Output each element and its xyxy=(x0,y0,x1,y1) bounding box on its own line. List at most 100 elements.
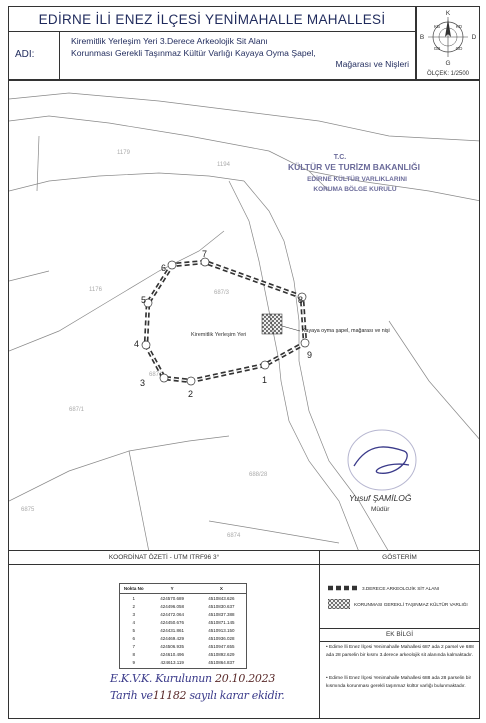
legend-item-chapel: KORUNMASI GEREKLİ TAŞINMAZ KÜLTÜR VARLIĞ… xyxy=(328,599,468,609)
approval-line-2: Tarih ve11182 sayılı karar ekidir. xyxy=(110,689,285,702)
compass-icon: K B D G KB KD GB GD xyxy=(420,10,477,67)
ekbilgi-note-1: • Edirne İli Enez İlçesi Yenimahalle Mah… xyxy=(326,645,474,658)
chapel-label: Kayaya oyma şapel, mağarası ve nişi xyxy=(302,328,390,334)
parcel-number: 6875 xyxy=(21,507,35,513)
stamp-line: EDİRNE KÜLTÜR VARLIKLARINI xyxy=(307,174,407,183)
boundary-legend-icon xyxy=(328,585,358,591)
legend-title: GÖSTERİM xyxy=(320,551,479,565)
seal-icon xyxy=(347,429,417,491)
point-marker xyxy=(200,257,210,267)
signature-icon xyxy=(353,446,410,474)
parcel-numbers: 1179 1194 687/3 687/2 1176 687/1 688/28 … xyxy=(21,150,268,539)
signature-block: Yusuf ŞAMİLOĞ Müdür xyxy=(347,429,417,513)
cadastral-map: 1179 1194 687/3 687/2 1176 687/1 688/28 … xyxy=(8,80,480,551)
parcel-number: 688/28 xyxy=(249,472,268,478)
map-title: EDİRNE İLİ ENEZ İLÇESİ YENİMAHALLE MAHAL… xyxy=(8,6,416,32)
site-name: Kiremitlik Yerleşim Yeri 3.Derece Arkeol… xyxy=(71,36,411,71)
compass-rose: K B D G KB KD GB GD ÖLÇEK: 1/2500 xyxy=(416,6,480,80)
hatch-legend-icon xyxy=(328,599,350,609)
legend-panel: GÖSTERİM 3.DERECE ARKEOLOJİK SİT ALANI K… xyxy=(320,551,480,719)
site-name-line1: Kiremitlik Yerleşim Yeri 3.Derece Arkeol… xyxy=(71,36,268,46)
name-label: ADI: xyxy=(15,49,35,60)
approval-date: 20.10.2023 xyxy=(215,672,276,685)
point-label: 2 xyxy=(188,389,193,399)
approval-prefix-2: Tarih ve xyxy=(110,689,153,702)
point-label: 9 xyxy=(307,350,312,360)
parcel-number: 6874 xyxy=(227,533,241,539)
point-label: 6 xyxy=(161,263,166,273)
approval-prefix: E.K.V.K. Kurulunun xyxy=(110,672,212,685)
coordinate-title: KOORDİNAT ÖZETİ - UTM ITRF96 3° xyxy=(9,551,319,565)
approval-suffix: sayılı karar ekidir. xyxy=(189,689,285,702)
chapel-hatch xyxy=(261,313,283,335)
site-name-line2: Korunması Gerekli Taşınmaz Kültür Varlığ… xyxy=(71,47,316,58)
site-label: Kiremitlik Yerleşim Yeri xyxy=(191,332,246,338)
compass-n: K xyxy=(446,10,451,17)
map-scale: ÖLÇEK: 1/2500 xyxy=(426,71,470,77)
legend-item-chapel-label: KORUNMASI GEREKLİ TAŞINMAZ KÜLTÜR VARLIĞ… xyxy=(354,601,468,607)
compass-s: G xyxy=(445,60,450,67)
parcel-number: 1176 xyxy=(89,287,103,293)
official-stamp: T.C. KÜLTÜR VE TURİZM BAKANLIĞI EDİRNE K… xyxy=(288,154,420,193)
ekbilgi-title: EK BİLGİ xyxy=(320,628,479,642)
point-marker xyxy=(260,360,270,370)
site-boundary-inner xyxy=(145,261,306,382)
parcel-number: 687/1 xyxy=(69,407,85,413)
parcel-number: 1194 xyxy=(217,162,231,168)
point-label: 1 xyxy=(262,375,267,385)
point-marker xyxy=(186,376,196,386)
stamp-line: T.C. xyxy=(334,154,347,161)
compass-se: GD xyxy=(456,46,464,51)
parcel-number: 687/2 xyxy=(149,372,165,378)
point-marker xyxy=(159,373,169,383)
stamp-line: KORUMA BÖLGE KURULU xyxy=(313,184,396,193)
approval-line-1: E.K.V.K. Kurulunun 20.10.2023 xyxy=(110,672,275,685)
site-name-line3: Mağarası ve Nişleri xyxy=(335,59,409,69)
chapel-leader-line xyxy=(281,325,301,332)
point-marker xyxy=(300,338,310,348)
site-name-row: ADI: Kiremitlik Yerleşim Yeri 3.Derece A… xyxy=(8,32,416,80)
map-canvas: 1179 1194 687/3 687/2 1176 687/1 688/28 … xyxy=(9,92,479,550)
col-point: Nokta No xyxy=(123,586,144,591)
point-numbers: 1 2 3 4 5 6 7 8 9 xyxy=(134,249,312,399)
compass-w: B xyxy=(420,34,424,41)
name-separator xyxy=(59,32,60,79)
point-label: 8 xyxy=(298,295,303,305)
legend-item-site-label: 3.DERECE ARKEOLOJİK SİT ALANI xyxy=(362,585,440,591)
signature-title: Müdür xyxy=(371,506,390,513)
col-y: Y xyxy=(170,586,174,591)
parcel-lines xyxy=(9,92,479,550)
point-label: 5 xyxy=(141,295,146,305)
col-x: X xyxy=(219,586,223,591)
point-marker xyxy=(167,260,177,270)
coordinate-panel: KOORDİNAT ÖZETİ - UTM ITRF96 3° Nokta No… xyxy=(8,551,320,719)
parcel-number: 1179 xyxy=(117,150,131,156)
compass-nw: KB xyxy=(434,24,440,29)
point-marker xyxy=(297,292,307,302)
stamp-line: KÜLTÜR VE TURİZM BAKANLIĞI xyxy=(288,161,420,172)
parcel-number: 687/3 xyxy=(214,290,230,296)
compass-e: D xyxy=(472,34,477,41)
point-label: 7 xyxy=(202,249,207,259)
map-title-text: EDİRNE İLİ ENEZ İLÇESİ YENİMAHALLE MAHAL… xyxy=(38,11,386,27)
boundary-points xyxy=(141,257,310,386)
decision-number: 11182 xyxy=(152,689,187,702)
legend-item-site: 3.DERECE ARKEOLOJİK SİT ALANI xyxy=(328,585,439,591)
compass-ne: KD xyxy=(456,24,463,29)
point-marker xyxy=(143,298,153,308)
point-label: 3 xyxy=(140,378,145,388)
point-label: 4 xyxy=(134,339,139,349)
ekbilgi-note-2: • Edirne İli Enez İlçesi Yenimahalle Mah… xyxy=(326,676,472,689)
signature-name: Yusuf ŞAMİLOĞ xyxy=(349,493,412,503)
point-marker xyxy=(141,340,151,350)
